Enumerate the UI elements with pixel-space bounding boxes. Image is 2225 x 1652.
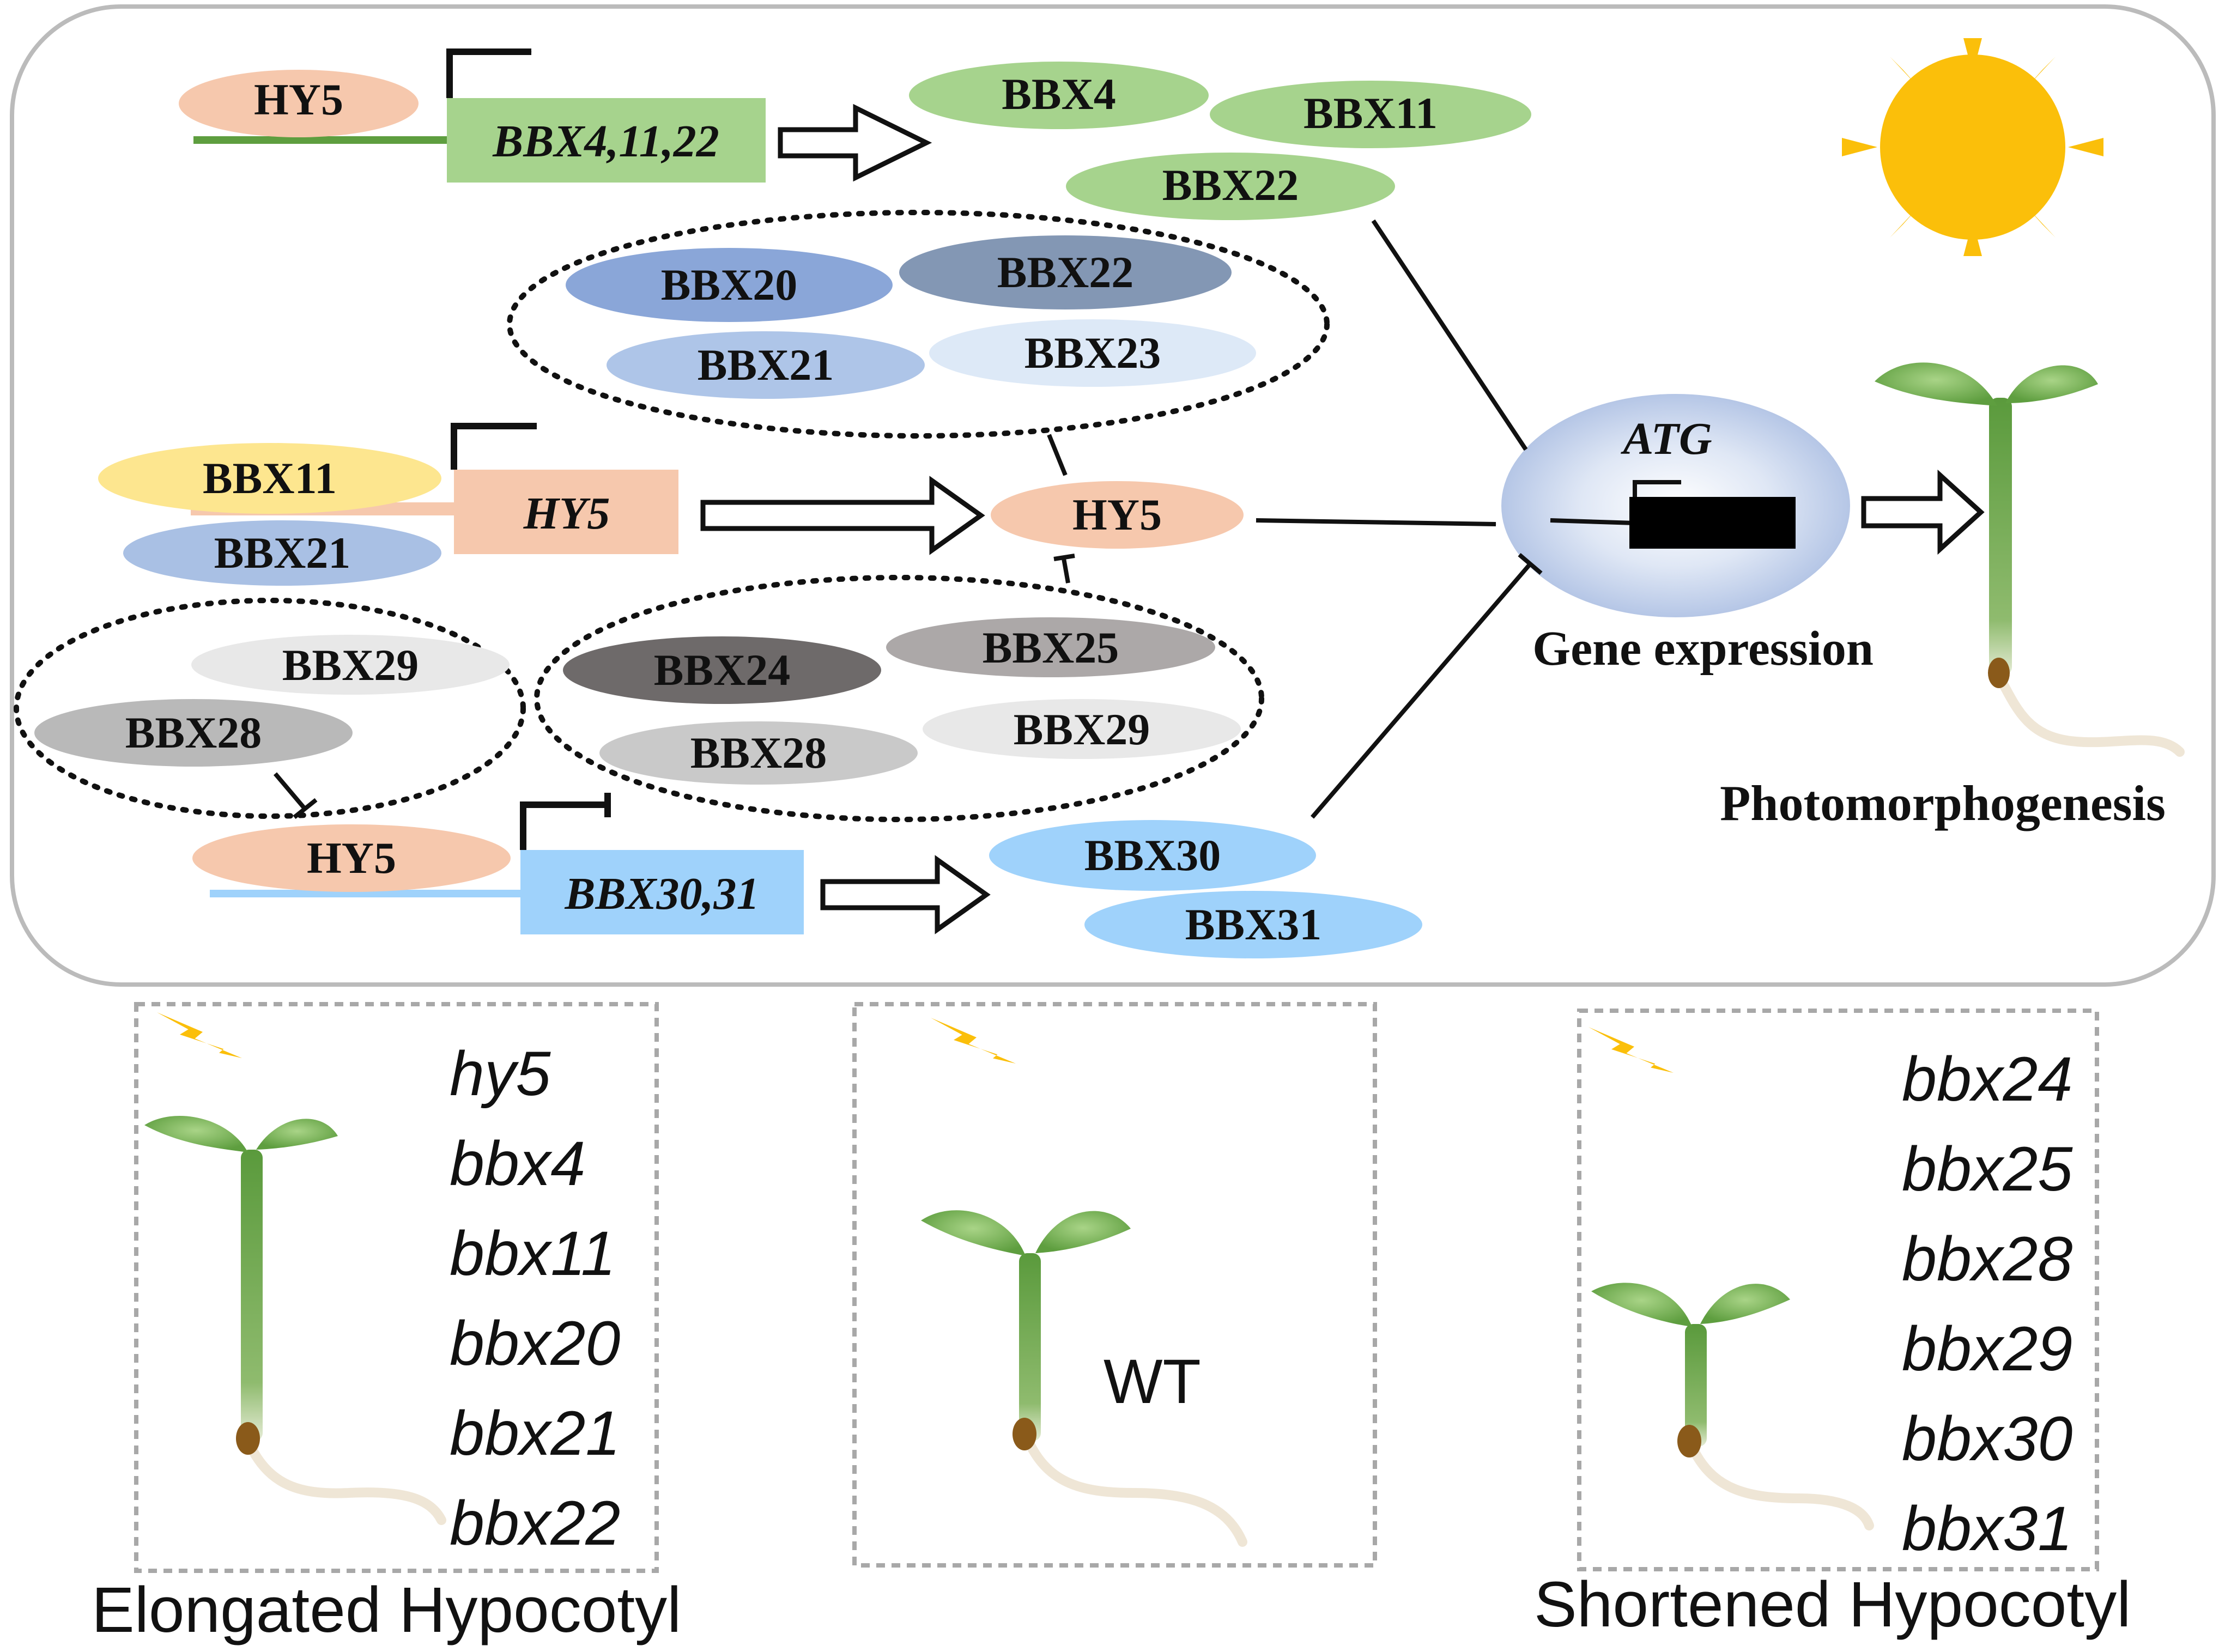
bbx30-protein [989,820,1316,891]
bbx11-protein-label: BBX11 [1304,88,1438,138]
shortened-caption: Shortened Hypocotyl [1534,1569,2131,1641]
cluster-inhibits-hy5 [1053,554,1075,584]
tss-arrow-target [1633,480,1682,497]
hy5-activates-gene-arrow [1256,518,1496,526]
hollow-arrow-2 [700,476,985,555]
mutant-bbx4: bbx4 [450,1129,585,1199]
bbx22-protein [1066,153,1395,220]
gene-target-line [1550,518,1635,525]
hy5-node-3-label: HY5 [307,833,396,883]
bbx31-protein-label: BBX31 [1185,900,1322,949]
bbx22-cluster [899,235,1232,309]
mutant-bbx24: bbx24 [1902,1044,2072,1114]
elongated-caption: Elongated Hypocotyl [92,1574,681,1646]
lightning-icon-wild-type [931,1018,1016,1064]
bbx30-protein-label: BBX30 [1084,830,1221,880]
negative-cluster-right-outline [534,575,1264,822]
mutant-bbx20: bbx20 [450,1309,620,1378]
bbx30-inhibits-gene [1310,552,1543,819]
bbx28-left [34,699,353,767]
bbx23-cluster [929,319,1256,387]
bbx20-cluster-label: BBX20 [661,260,798,309]
tss-arrow-1 [446,48,532,98]
wild-type-label: WT [1104,1347,1201,1417]
gene-expression-caption: Gene expression [1532,622,1874,676]
gene-target-box [1629,497,1796,549]
wild-type-panel [852,1002,1377,1568]
gene-box-bbx4-11-22 [447,98,766,183]
bbx29-right-label: BBX29 [1014,704,1150,754]
bbx22-activates-gene-arrow [1371,219,1528,451]
bbx31-protein [1084,891,1422,958]
bbx21-activator [123,520,441,586]
mutant-bbx25: bbx25 [1902,1134,2073,1204]
sun-icon [1842,38,2103,256]
bbx4-protein [909,62,1209,129]
lightning-icon-shortened [1589,1027,1674,1073]
seedling-icon-wild-type [921,1210,1247,1547]
mutant-bbx21: bbx21 [450,1399,620,1468]
bbx28-right-label: BBX28 [690,728,827,778]
bbx29-left [191,635,510,695]
bbx24-right-label: BBX24 [654,645,791,695]
bbx11-activator [98,443,441,514]
mutant-bbx11: bbx11 [450,1219,616,1289]
bbx20-cluster [566,248,893,322]
lightning-icon-elongated [157,1012,242,1058]
seedling-icon-shortened [1591,1283,1874,1530]
bbx29-left-label: BBX29 [282,640,419,690]
gene-box-bbx30-31 [520,850,804,934]
cluster-activates-hy5-arrow [1047,434,1068,476]
gene-box-hy5-label: HY5 [523,488,610,539]
gene-box-bbx30-31-label: BBX30,31 [564,868,759,919]
bbx21-cluster [607,331,925,399]
gene-box-hy5 [454,470,678,554]
positive-cluster-outline [507,210,1330,439]
bbx21-activator-label: BBX21 [214,528,351,578]
hy5-protein [991,481,1244,549]
negative-cluster-left-outline [14,598,526,819]
mutant-bbx31: bbx31 [1902,1494,2072,1564]
hollow-arrow-3 [820,855,991,934]
mutant-bbx29: bbx29 [1902,1314,2072,1384]
bbx29-right [923,699,1241,759]
bbx4-protein-label: BBX4 [1002,69,1116,119]
bbx24-right [563,636,881,704]
bbx28-left-label: BBX28 [125,708,262,757]
hollow-arrow-photomorphogenesis [1861,469,1985,555]
seedling-icon-elongated [144,1115,446,1525]
hollow-arrow-1 [778,104,932,182]
elongated-panel [134,1002,659,1573]
bbx11-activator-label: BBX11 [203,453,337,503]
atg-label: ATG [1620,414,1712,464]
left-cluster-inhibits-hy5 [273,772,318,819]
gene-box-bbx4-11-22-label: BBX4,11,22 [492,116,719,167]
tss-inhibited-arrow-3 [520,793,611,850]
bbx28-right [599,721,918,785]
shortened-panel [1577,1009,2099,1571]
bbx22-cluster-label: BBX22 [997,247,1134,297]
mutant-bbx28: bbx28 [1902,1224,2072,1294]
hy5-node-1 [179,70,419,137]
hy5-node-1-label: HY5 [254,75,343,124]
bbx25-right [886,617,1215,677]
bbx11-protein [1210,81,1531,148]
mutant-hy5: hy5 [450,1039,551,1109]
mutant-bbx30: bbx30 [1902,1404,2072,1474]
photomorphogenesis-label: Photomorphogenesis [1720,775,2166,831]
seedling-icon-photomorphogenesis [1875,362,2185,757]
bbx21-cluster-label: BBX21 [698,340,834,390]
bbx22-protein-label: BBX22 [1162,160,1299,210]
tss-arrow-2 [451,423,537,470]
bbx25-right-label: BBX25 [983,623,1119,672]
bbx23-cluster-label: BBX23 [1024,328,1161,378]
hy5-node-3 [192,824,511,892]
mutant-bbx22: bbx22 [450,1489,620,1558]
hy5-protein-label: HY5 [1072,490,1162,539]
